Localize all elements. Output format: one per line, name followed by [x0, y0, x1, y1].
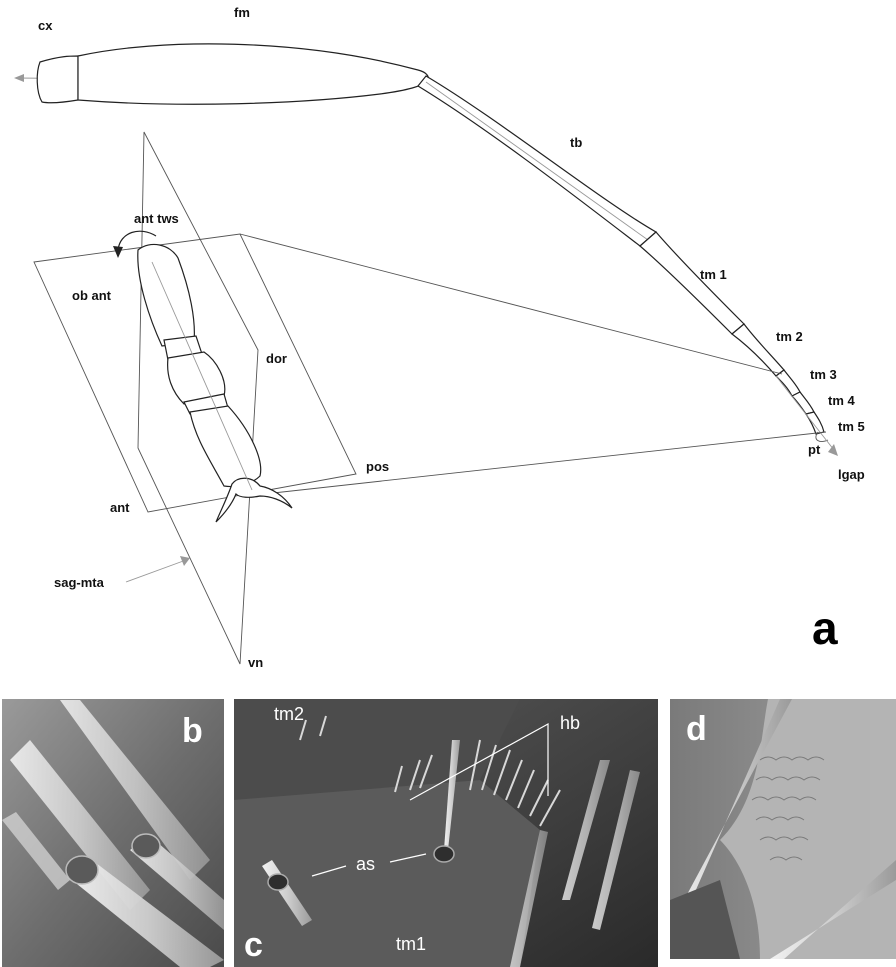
- small-leg: [138, 244, 292, 522]
- panel-a-letter: a: [812, 602, 838, 654]
- panel-c-label-as: as: [356, 854, 375, 874]
- label-vn: vn: [248, 655, 263, 670]
- coxa-outline: [37, 56, 78, 103]
- projection-line-upper: [240, 234, 782, 374]
- label-ant: ant: [110, 500, 130, 515]
- label-tm2: tm 2: [776, 329, 803, 344]
- lgap-arrowhead: [828, 444, 838, 456]
- panel-c-image: tm2 hb as tm1 c: [234, 699, 658, 967]
- label-tb: tb: [570, 135, 582, 150]
- label-tm4: tm 4: [828, 393, 856, 408]
- panel-c-label-hb: hb: [560, 713, 580, 733]
- label-dor: dor: [266, 351, 287, 366]
- rotation-arrowhead: [113, 246, 123, 258]
- panel-d-letter: d: [686, 710, 707, 748]
- small-leg-tm2: [190, 406, 261, 487]
- label-lgap: lgap: [838, 467, 865, 482]
- panel-c-letter: c: [244, 926, 263, 964]
- sagittal-arrow-line: [126, 560, 186, 582]
- femur-outline: [78, 44, 429, 104]
- tarsomere-1-outline: [640, 232, 744, 334]
- label-pt: pt: [808, 442, 821, 457]
- panel-c-socket-2: [268, 874, 288, 890]
- label-ant-tws: ant tws: [134, 211, 179, 226]
- lgap-arrow-line: [776, 376, 834, 450]
- panel-c-label-tm2: tm2: [274, 704, 304, 724]
- label-cx: cx: [38, 18, 53, 33]
- panel-b-image: b: [2, 699, 224, 967]
- panel-a-diagram: cx fm tb tm 1 tm 2 tm 3 tm 4 tm 5 pt lga…: [14, 5, 865, 670]
- label-ob-ant: ob ant: [72, 288, 112, 303]
- panel-c-label-tm1: tm1: [396, 934, 426, 954]
- panel-b-socket-1: [66, 856, 98, 884]
- label-fm: fm: [234, 5, 250, 20]
- panel-d-image: d: [668, 699, 896, 959]
- projection-line-lower: [246, 432, 826, 496]
- tarsomere-5-outline: [806, 412, 824, 434]
- tarsomere-3-outline: [776, 370, 800, 396]
- small-leg-axis: [152, 262, 252, 490]
- axis-arrowhead-left: [14, 74, 24, 82]
- sagittal-arrowhead: [180, 556, 190, 566]
- panel-b-socket-2: [132, 834, 160, 858]
- label-tm1: tm 1: [700, 267, 727, 282]
- panel-b-letter: b: [182, 712, 203, 750]
- label-sag-mta: sag-mta: [54, 575, 105, 590]
- label-tm5: tm 5: [838, 419, 865, 434]
- label-pos: pos: [366, 459, 389, 474]
- tibia-axis: [426, 82, 648, 240]
- panel-c-socket-1: [434, 846, 454, 862]
- label-tm3: tm 3: [810, 367, 837, 382]
